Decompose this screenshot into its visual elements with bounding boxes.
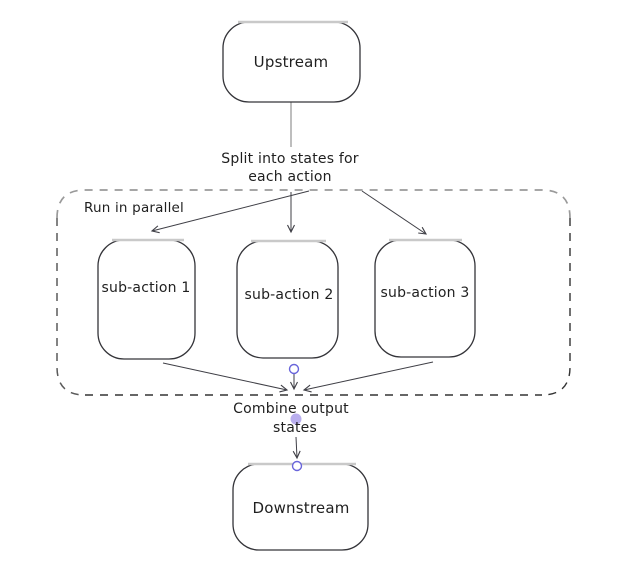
- edge-split-to-sub-action-1: [150, 190, 310, 234]
- node-sub-action-2-label: sub-action 2: [244, 287, 334, 303]
- node-sub-action-1-label: sub-action 1: [101, 280, 191, 296]
- connection-anchor-circle-top: [288, 363, 300, 375]
- edge-sub-action-3-to-combine: [302, 361, 434, 393]
- split-edge-label-line2: each action: [248, 169, 332, 185]
- node-downstream-label: Downstream: [252, 499, 350, 517]
- node-sub-action-1: [97, 239, 196, 360]
- edge-combine-to-downstream: [292, 436, 301, 460]
- edge-split-to-sub-action-3: [361, 190, 428, 235]
- node-upstream-label: Upstream: [253, 53, 329, 71]
- node-sub-action-3-label: sub-action 3: [380, 285, 470, 301]
- parallel-group-label: Run in parallel: [84, 200, 184, 216]
- parallel-group-border-right: [541, 218, 571, 396]
- split-edge-label-line1: Split into states for: [221, 151, 359, 167]
- combine-edge-label-line1: Combine output: [233, 401, 349, 417]
- edge-sub-action-1-to-combine: [162, 362, 289, 393]
- combine-edge-label-line2: states: [273, 420, 317, 436]
- parallel-group-border-top: [56, 189, 571, 219]
- parallel-group-border-left: [56, 218, 86, 396]
- connection-anchor-circle-bottom: [291, 460, 303, 472]
- midpoint-dot: [290, 413, 302, 425]
